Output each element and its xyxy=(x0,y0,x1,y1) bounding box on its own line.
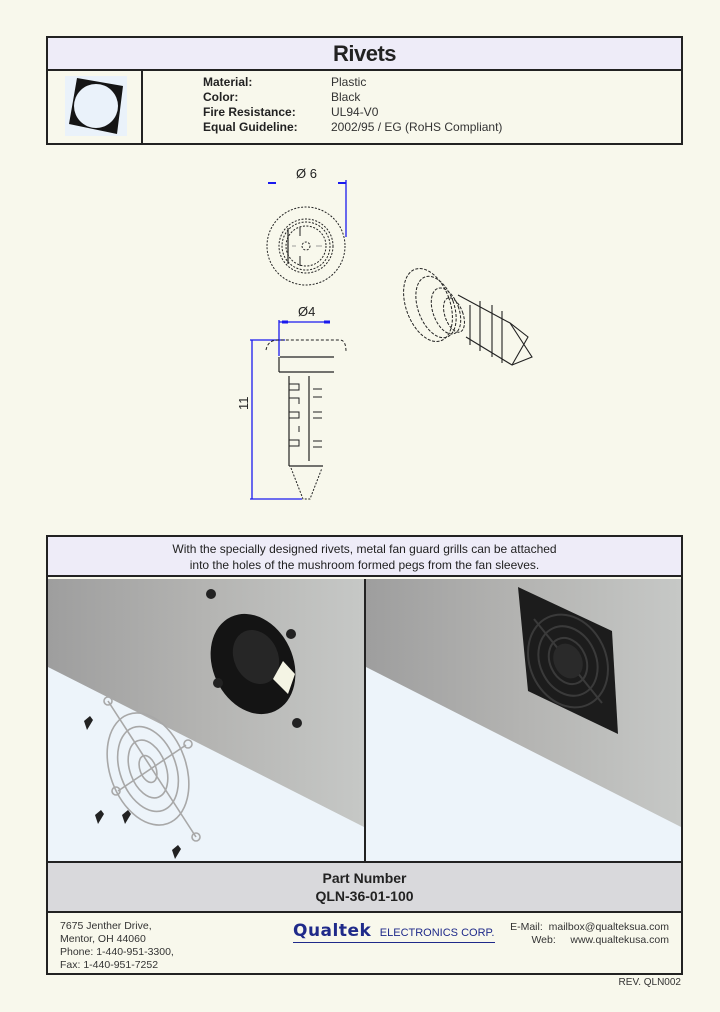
address-phone: Phone: 1-440-951-3300, xyxy=(60,946,174,958)
top-view-dimension-label: Ø 6 xyxy=(296,166,317,181)
rivet-side-view-drawing xyxy=(250,320,347,500)
description-line-2: into the holes of the mushroom formed pe… xyxy=(189,558,540,572)
side-view-height-label: 11 xyxy=(236,396,251,411)
fan-exploded-photo xyxy=(48,579,366,861)
spec-value: Plastic xyxy=(331,75,367,89)
logo-subtitle: ELECTRONICS CORP. xyxy=(379,927,495,939)
spec-value: UL94-V0 xyxy=(331,105,379,119)
spec-box: Rivets Material: Plastic Color: Black Fi… xyxy=(46,36,683,145)
page-title: Rivets xyxy=(332,40,397,66)
email-line: E-Mail: mailbox@qualteksua.com xyxy=(510,921,669,934)
web-label: Web: xyxy=(531,934,556,946)
fan-installed-photo xyxy=(366,579,681,861)
spec-label: Material: xyxy=(203,75,253,89)
address-fax: Fax: 1-440-951-7252 xyxy=(60,959,159,971)
web-line: Web: www.qualtekusa.com xyxy=(531,934,669,947)
email-link[interactable]: mailbox@qualteksua.com xyxy=(548,921,669,933)
thumbnail-cell xyxy=(48,71,143,143)
application-box: With the specially designed rivets, meta… xyxy=(46,535,683,975)
spec-label: Color: xyxy=(203,90,239,104)
rivet-top-view-drawing xyxy=(266,180,347,286)
rivet-ring-photo-icon xyxy=(65,76,127,136)
side-view-width-label: Ø4 xyxy=(298,304,316,319)
rivet-isometric-drawing xyxy=(403,268,533,366)
web-link[interactable]: www.qualtekusa.com xyxy=(570,934,669,946)
company-logo: Qualtek ELECTRONICS CORP. xyxy=(293,921,495,943)
address-city: Mentor, OH 44060 xyxy=(60,933,146,945)
spec-label: Equal Guideline: xyxy=(203,120,298,134)
description-band: With the specially designed rivets, meta… xyxy=(48,537,681,577)
address-street: 7675 Jenther Drive, xyxy=(60,920,152,932)
spec-label: Fire Resistance: xyxy=(203,105,296,119)
part-number-value: QLN-36-01-100 xyxy=(315,888,414,904)
spec-value: 2002/95 / EG (RoHS Compliant) xyxy=(331,120,503,134)
part-number-label: Part Number xyxy=(322,870,407,886)
title-bar: Rivets xyxy=(48,38,681,71)
logo-brand: Qualtek xyxy=(293,921,372,941)
description-line-1: With the specially designed rivets, meta… xyxy=(172,542,557,556)
spec-value: Black xyxy=(331,90,361,104)
email-label: E-Mail: xyxy=(510,921,543,933)
footer: 7675 Jenther Drive, Mentor, OH 44060 Pho… xyxy=(48,913,681,973)
part-number-band: Part Number QLN-36-01-100 xyxy=(48,861,681,913)
revision-label: REV. QLN002 xyxy=(618,977,681,988)
